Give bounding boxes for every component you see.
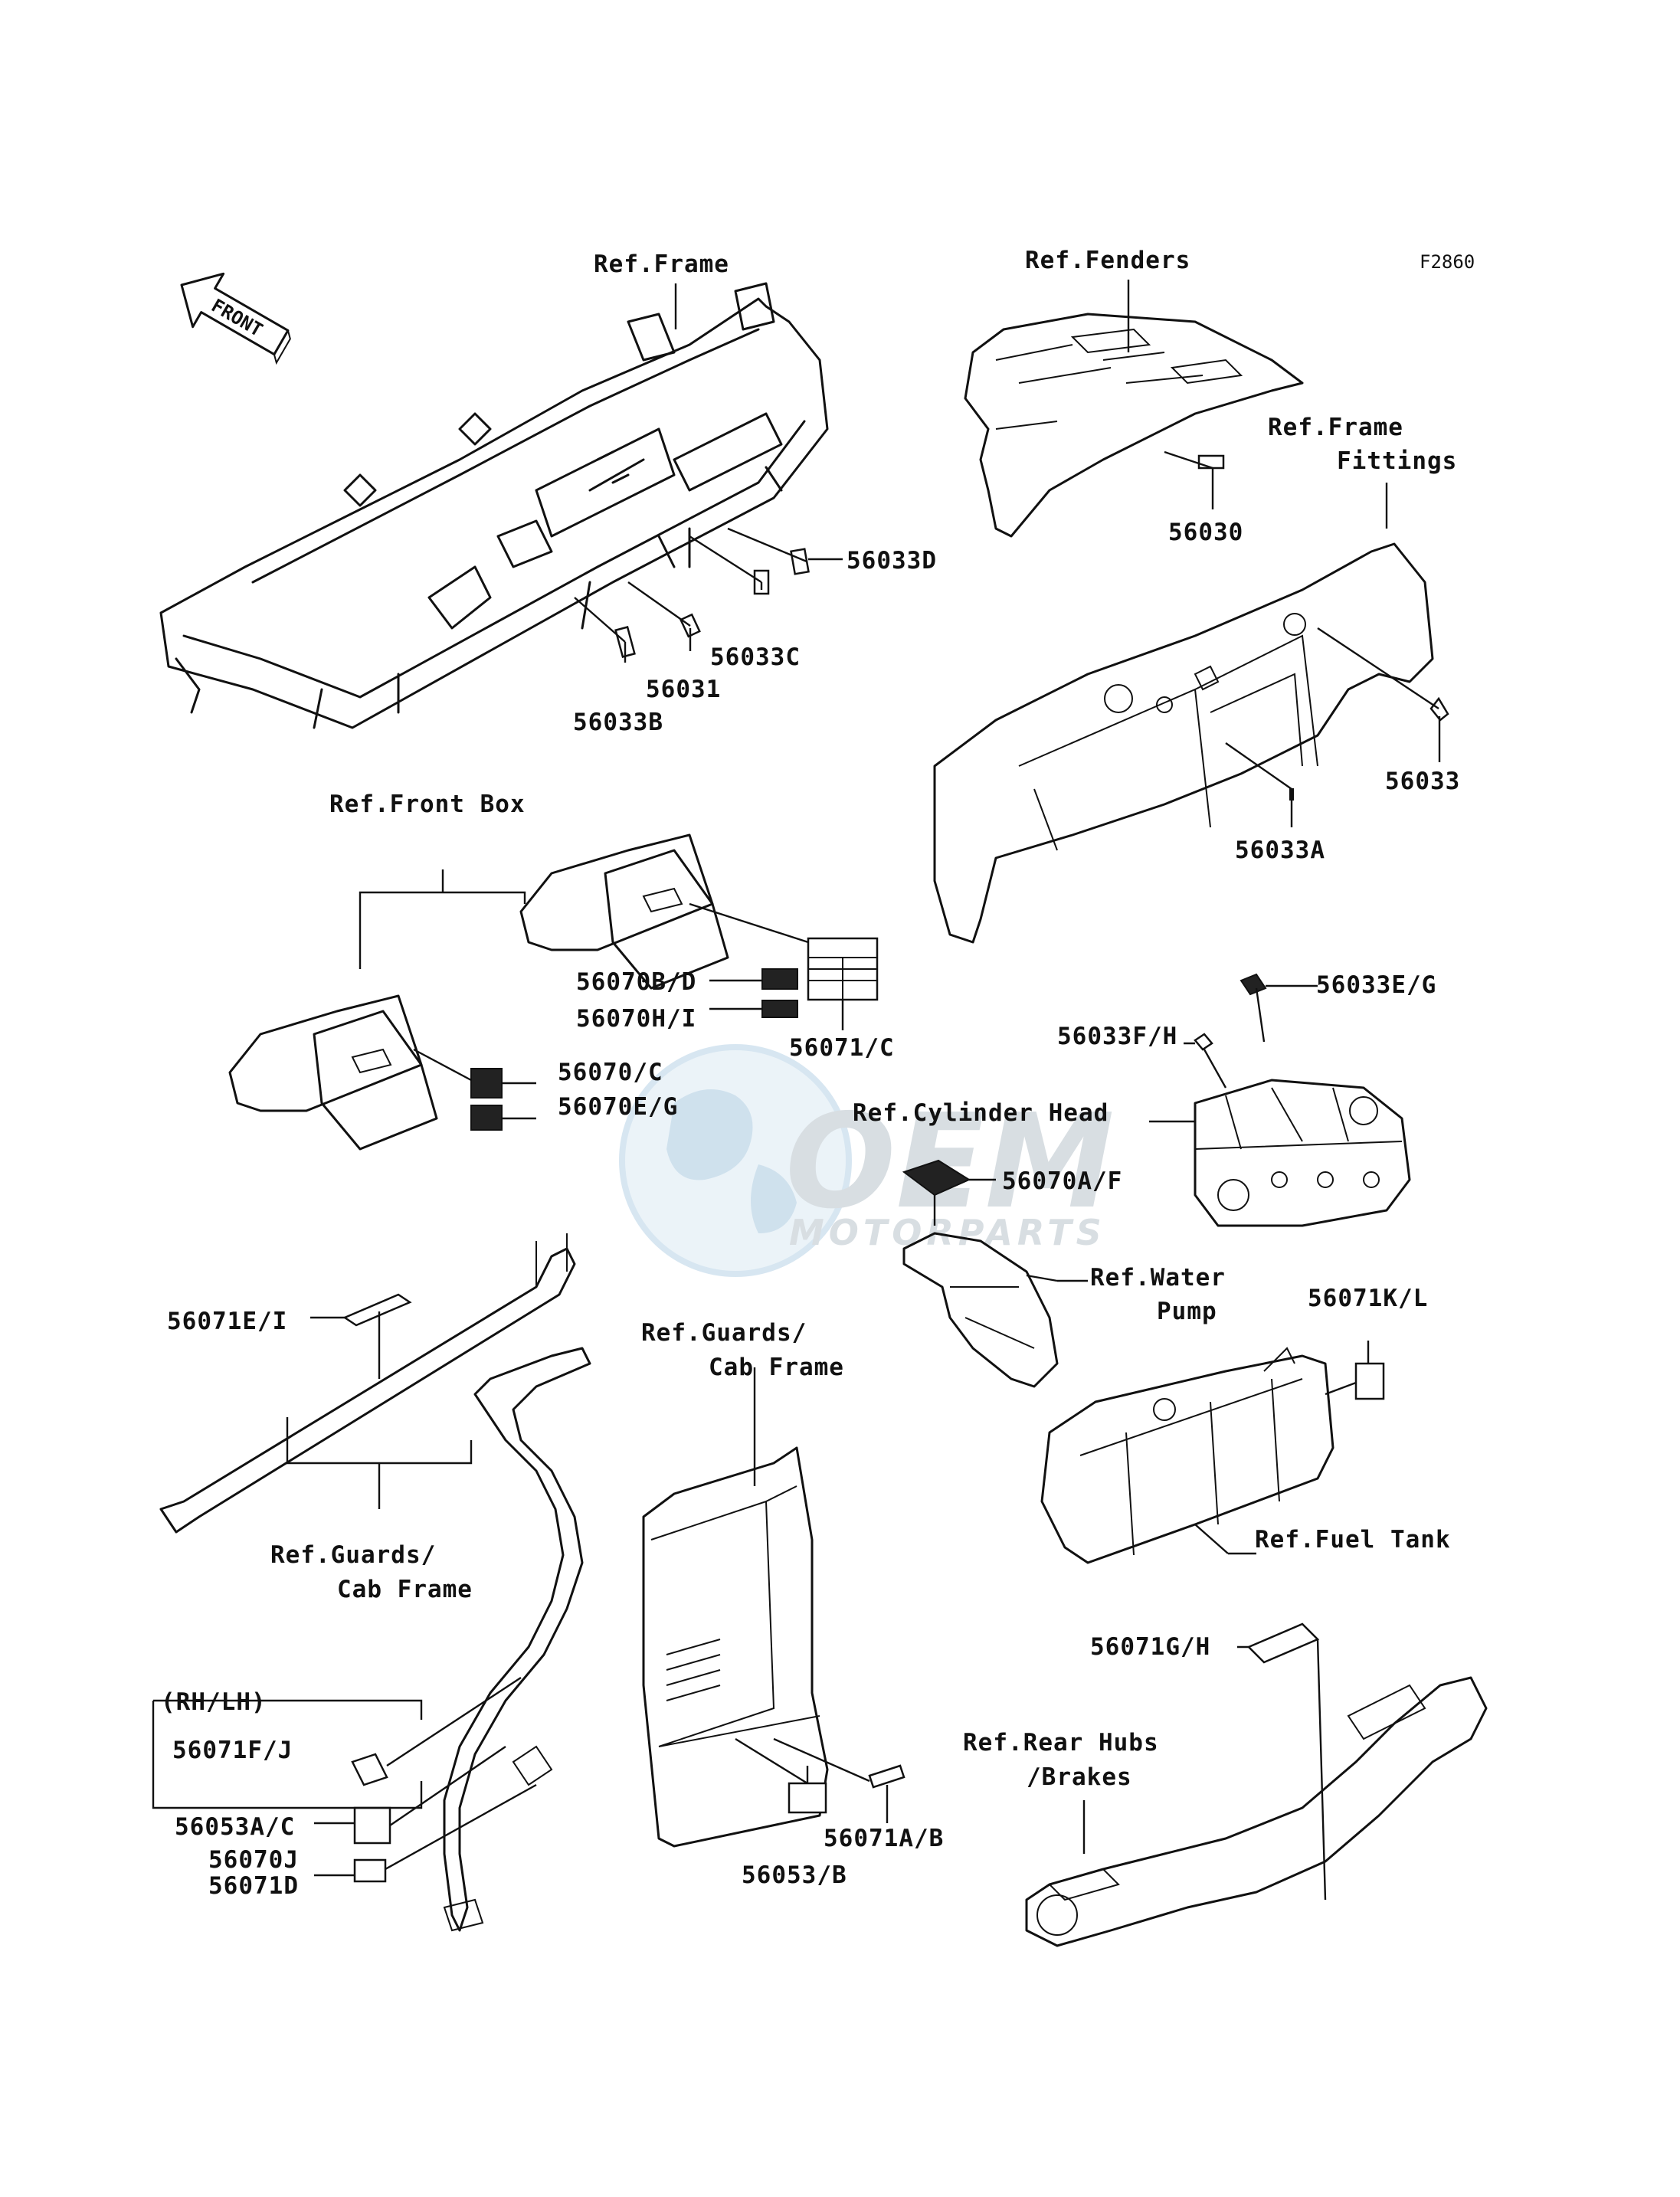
cylinder-head-drawing <box>1194 1079 1411 1227</box>
part-56070EG: 56070E/G <box>558 1093 678 1121</box>
part-56071GH: 56071G/H <box>1090 1633 1210 1661</box>
ref-guards-cab-frame-center-label: Ref.Guards/ <box>641 1319 807 1347</box>
ref-water-pump-label-2: Pump <box>1157 1298 1217 1325</box>
decals <box>342 454 1449 1883</box>
diagram-code: F2860 <box>1420 251 1475 273</box>
part-56070C: 56070/C <box>558 1059 663 1086</box>
decal-56053AC <box>353 1806 391 1845</box>
decal-56033 <box>1429 696 1449 722</box>
ref-cylinder-head-label: Ref.Cylinder Head <box>853 1099 1109 1127</box>
front-box-lower-drawing <box>228 994 438 1151</box>
ref-guards-cab-frame-left-label: Ref.Guards/ <box>270 1541 436 1569</box>
ref-guards-cab-frame-left-label-2: Cab Frame <box>337 1576 473 1603</box>
decal-56070EG <box>470 1105 503 1131</box>
ref-rear-hubs-label-2: /Brakes <box>1027 1763 1132 1791</box>
part-56033B: 56033B <box>573 709 663 736</box>
cab-frame-post-drawing <box>443 1347 591 1932</box>
part-56033: 56033 <box>1385 768 1460 795</box>
part-56033EG: 56033E/G <box>1316 971 1436 999</box>
ref-frame-fittings-label: Ref.Frame <box>1268 414 1403 441</box>
decal-56071AB <box>868 1764 905 1789</box>
ref-frame-label: Ref.Frame <box>594 250 729 278</box>
part-56053B: 56053/B <box>742 1861 847 1889</box>
decal-56070J-56071D <box>353 1858 387 1883</box>
front-arrow-icon: FRONT <box>180 272 291 365</box>
ref-water-pump-label: Ref.Water <box>1090 1264 1226 1292</box>
decal-56053B <box>788 1782 827 1814</box>
decal-56070C <box>470 1068 503 1098</box>
decal-56070HI <box>761 1000 798 1018</box>
ref-frame-fittings-label-2: Fittings <box>1337 447 1457 475</box>
ref-fuel-tank-label: Ref.Fuel Tank <box>1255 1526 1451 1554</box>
frame-fittings-drawing <box>933 542 1434 944</box>
decal-56071C <box>807 937 879 1001</box>
part-56070HI: 56070H/I <box>576 1005 696 1033</box>
leader-lines <box>152 280 1441 1901</box>
part-56071EI: 56071E/I <box>167 1308 287 1335</box>
part-56071D: 56071D <box>208 1872 299 1900</box>
decal-56033EG <box>1240 973 1267 996</box>
decal-56030 <box>1197 454 1225 470</box>
part-56071FJ: 56071F/J <box>172 1737 293 1764</box>
guard-rail-drawing <box>159 1233 576 1534</box>
decal-56071KL <box>1354 1362 1385 1400</box>
decal-56071GH <box>1246 1622 1320 1664</box>
part-56070J: 56070J <box>208 1846 299 1874</box>
watermark-sub: MOTORPARTS <box>789 1212 1106 1253</box>
front-box-upper-drawing <box>519 833 729 990</box>
water-pump-drawing <box>902 1232 1059 1388</box>
part-56053AC: 56053A/C <box>175 1813 295 1841</box>
part-56033FH: 56033F/H <box>1057 1023 1177 1050</box>
part-56071AB: 56071A/B <box>824 1825 944 1852</box>
part-56071C: 56071/C <box>789 1034 895 1062</box>
part-56071KL: 56071K/L <box>1308 1285 1428 1312</box>
part-56031: 56031 <box>646 676 721 703</box>
fenders-drawing <box>964 313 1304 538</box>
ref-rear-hubs-label: Ref.Rear Hubs <box>963 1729 1159 1757</box>
ref-front-box-label: Ref.Front Box <box>329 791 526 818</box>
part-56030: 56030 <box>1168 519 1243 546</box>
part-56070BD: 56070B/D <box>576 968 696 996</box>
ref-fenders-label: Ref.Fenders <box>1025 247 1190 274</box>
decal-56071FJ <box>351 1753 388 1786</box>
rh-lh-label: (RH/LH) <box>161 1688 267 1716</box>
decal-56070BD <box>761 968 798 990</box>
watermark: OEM MOTORPARTS <box>619 1044 1115 1277</box>
watermark-brand: OEM <box>785 1086 1115 1238</box>
fuel-tank-drawing <box>1040 1347 1335 1564</box>
frame-drawing <box>159 282 829 729</box>
decal-56033D <box>790 548 810 575</box>
part-56070AF: 56070A/F <box>1002 1167 1122 1195</box>
part-56033A: 56033A <box>1235 837 1325 864</box>
ref-guards-cab-frame-center-label-2: Cab Frame <box>709 1354 844 1381</box>
decal-56071EI <box>342 1293 412 1327</box>
decal-56033FH <box>1194 1033 1213 1051</box>
part-56033C: 56033C <box>710 643 801 671</box>
rear-hubs-drawing <box>1025 1676 1488 1947</box>
cab-door-frame-drawing <box>642 1446 829 1848</box>
part-56033D: 56033D <box>847 547 937 575</box>
